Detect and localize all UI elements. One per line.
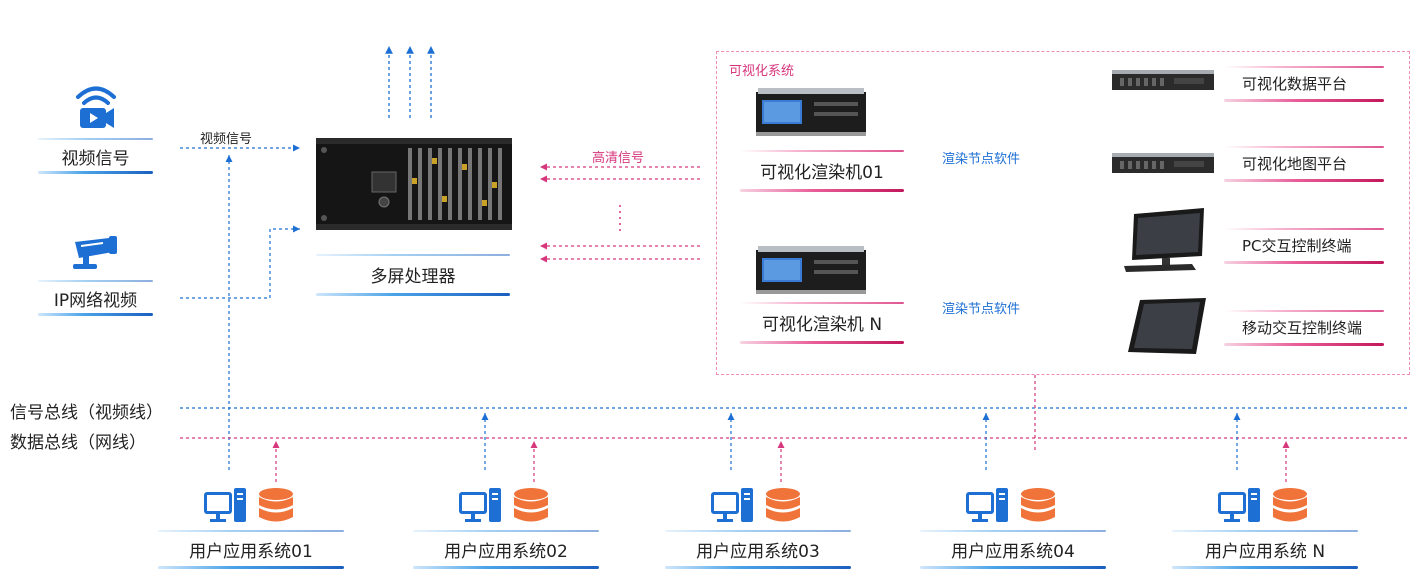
renderer-n-label: 可视化渲染机 N <box>740 310 904 335</box>
renderer-01-label-group: 可视化渲染机01 <box>740 150 904 192</box>
user-system-2: 用户应用系统02 <box>413 488 599 569</box>
processor-label-group: 多屏处理器 <box>316 254 510 296</box>
data-bus-label: 数据总线（网线） <box>10 428 146 453</box>
server-1u-icon <box>1112 70 1214 92</box>
monitor-icon <box>1122 208 1206 274</box>
user-system-5: 用户应用系统 N <box>1172 488 1358 569</box>
render-software-label-1: 渲染节点软件 <box>942 148 1020 167</box>
processor-output-arrows <box>389 46 431 118</box>
multi-screen-processor <box>316 138 512 230</box>
renderer-01-device <box>756 88 866 140</box>
wifi-camera-icon <box>72 82 120 132</box>
processor-device-icon <box>316 138 512 230</box>
data-platform-server <box>1112 70 1214 96</box>
database-icon <box>765 488 801 526</box>
computer-icon <box>966 488 1008 526</box>
computer-icon <box>1218 488 1260 526</box>
render-software-label-2: 渲染节点软件 <box>942 298 1020 317</box>
cctv-camera-icon <box>69 234 123 274</box>
computer-icon <box>711 488 753 526</box>
user-system-label: 用户应用系统02 <box>413 537 599 562</box>
processor-label: 多屏处理器 <box>316 262 510 287</box>
user-system-label: 用户应用系统03 <box>665 537 851 562</box>
visualization-system-title: 可视化系统 <box>729 60 794 79</box>
server-1u-icon <box>1112 153 1214 175</box>
pc-terminal-label-group: PC交互控制终端 <box>1224 228 1384 264</box>
user-system-1: 用户应用系统01 <box>158 488 344 569</box>
map-platform-label: 可视化地图平台 <box>1242 153 1384 174</box>
tablet-icon <box>1122 298 1206 360</box>
rack-server-icon <box>756 88 866 136</box>
database-icon <box>513 488 549 526</box>
data-platform-label-group: 可视化数据平台 <box>1224 66 1384 102</box>
mobile-terminal-device <box>1122 298 1206 364</box>
mobile-terminal-label-group: 移动交互控制终端 <box>1224 310 1384 346</box>
map-platform-label-group: 可视化地图平台 <box>1224 146 1384 182</box>
ip-source-label: IP网络视频 <box>41 286 151 311</box>
database-icon <box>258 488 294 526</box>
pc-terminal-device <box>1122 208 1206 278</box>
map-platform-server <box>1112 153 1214 179</box>
computer-icon <box>204 488 246 526</box>
user-system-label: 用户应用系统 N <box>1172 537 1358 562</box>
renderer-n-label-group: 可视化渲染机 N <box>740 302 904 344</box>
user-system-label: 用户应用系统04 <box>920 537 1106 562</box>
renderer-01-label: 可视化渲染机01 <box>740 158 904 183</box>
video-source-label: 视频信号 <box>41 144 151 169</box>
computer-icon <box>459 488 501 526</box>
rack-server-icon <box>756 246 866 294</box>
user-system-3: 用户应用系统03 <box>665 488 851 569</box>
signal-bus-label: 信号总线（视频线） <box>10 398 163 423</box>
pc-terminal-label: PC交互控制终端 <box>1242 235 1384 256</box>
renderer-n-device <box>756 246 866 298</box>
video-source: 视频信号 <box>38 82 153 174</box>
user-system-label: 用户应用系统01 <box>158 537 344 562</box>
database-icon <box>1272 488 1308 526</box>
ip-source: IP网络视频 <box>38 234 153 316</box>
hd-signal-label: 高清信号 <box>592 147 644 166</box>
database-icon <box>1020 488 1056 526</box>
video-signal-label: 视频信号 <box>200 128 252 147</box>
user-system-4: 用户应用系统04 <box>920 488 1106 569</box>
data-platform-label: 可视化数据平台 <box>1242 73 1384 94</box>
ip-to-processor-line <box>180 229 300 298</box>
mobile-terminal-label: 移动交互控制终端 <box>1242 317 1384 338</box>
